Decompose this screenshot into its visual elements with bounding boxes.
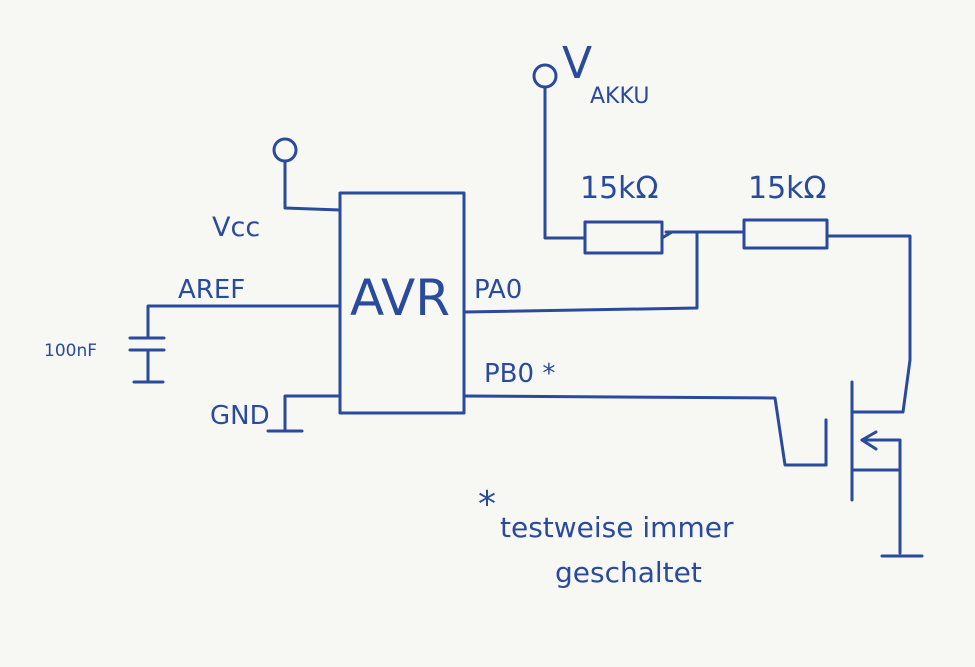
vakku-wire — [543, 86, 587, 240]
avr-chip — [338, 191, 466, 415]
capacitor-label: 100nF — [44, 341, 97, 361]
pa0-wire — [463, 230, 699, 314]
pa0-label: PA0 — [474, 275, 522, 305]
r1-label: 15kΩ — [580, 171, 658, 206]
avr-label: AVR — [350, 269, 450, 327]
vcc-wire — [283, 160, 342, 212]
vcc-terminal — [272, 137, 298, 163]
mosfet-source — [850, 438, 902, 472]
vakku-terminal — [532, 63, 558, 89]
vakku-label: V — [562, 38, 592, 89]
vakku-subscript: AKKU — [590, 84, 649, 109]
gnd-wire — [283, 394, 342, 432]
resistor-r1 — [583, 220, 664, 255]
note-line-2: geschaltet — [555, 556, 702, 589]
capacitor-ground — [132, 348, 165, 384]
note-star: * — [478, 484, 496, 525]
gnd-label: GND — [210, 401, 270, 431]
pb0-wire — [463, 394, 828, 467]
aref-label: AREF — [178, 275, 245, 305]
note-line-1: testweise immer — [500, 511, 734, 544]
r2-drain-wire — [825, 234, 912, 414]
mosfet-ground — [880, 468, 924, 558]
resistor-r2 — [742, 218, 829, 250]
r2-label: 15kΩ — [748, 171, 826, 206]
vcc-label: Vcc — [212, 212, 260, 243]
mosfet-arrow — [860, 430, 878, 451]
capacitor-100nf — [128, 336, 166, 352]
pb0-label: PB0 * — [484, 359, 555, 389]
aref-wire — [146, 304, 342, 340]
